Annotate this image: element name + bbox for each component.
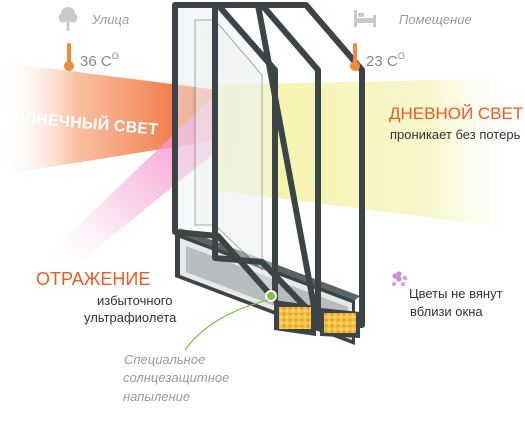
daylight-subtitle: проникает без потерь — [390, 127, 521, 142]
bed-icon — [354, 10, 376, 33]
daylight-title: ДНЕВНОЙ СВЕТ — [389, 104, 524, 123]
outside-label: Улица — [92, 12, 130, 27]
coating-line3: напыление — [123, 389, 191, 404]
flower-icon — [389, 270, 411, 295]
spacer-chamber-2 — [320, 308, 360, 338]
glass-pane-inner — [255, 2, 365, 331]
inside-label: Помещение — [399, 12, 472, 27]
flowers-line1: Цветы не вянут — [409, 286, 503, 301]
outside-temp-value: 36 C — [80, 53, 112, 70]
tree-icon — [58, 6, 78, 37]
inside-temperature: 23 CO — [366, 51, 405, 70]
inside-temp-value: 23 C — [366, 53, 398, 70]
coating-line1: Специальное — [124, 352, 206, 367]
reflection-line1: избыточного — [97, 293, 173, 308]
flowers-line2: вблизи окна — [410, 304, 483, 319]
outside-temperature: 36 CO — [80, 51, 119, 70]
coating-line2: солнцезащитное — [123, 370, 230, 385]
thermometer-icon — [350, 42, 360, 77]
outside-temp-degree: O — [111, 51, 119, 61]
coating-pointer — [184, 299, 269, 351]
reflection-line2: ультрафиолета — [84, 310, 177, 325]
reflection-title: ОТРАЖЕНИЕ — [36, 269, 151, 289]
thermometer-icon — [64, 42, 74, 77]
coating-marker — [265, 290, 277, 302]
spacer-chamber-1 — [274, 300, 316, 336]
inside-temp-degree: O — [397, 51, 405, 61]
